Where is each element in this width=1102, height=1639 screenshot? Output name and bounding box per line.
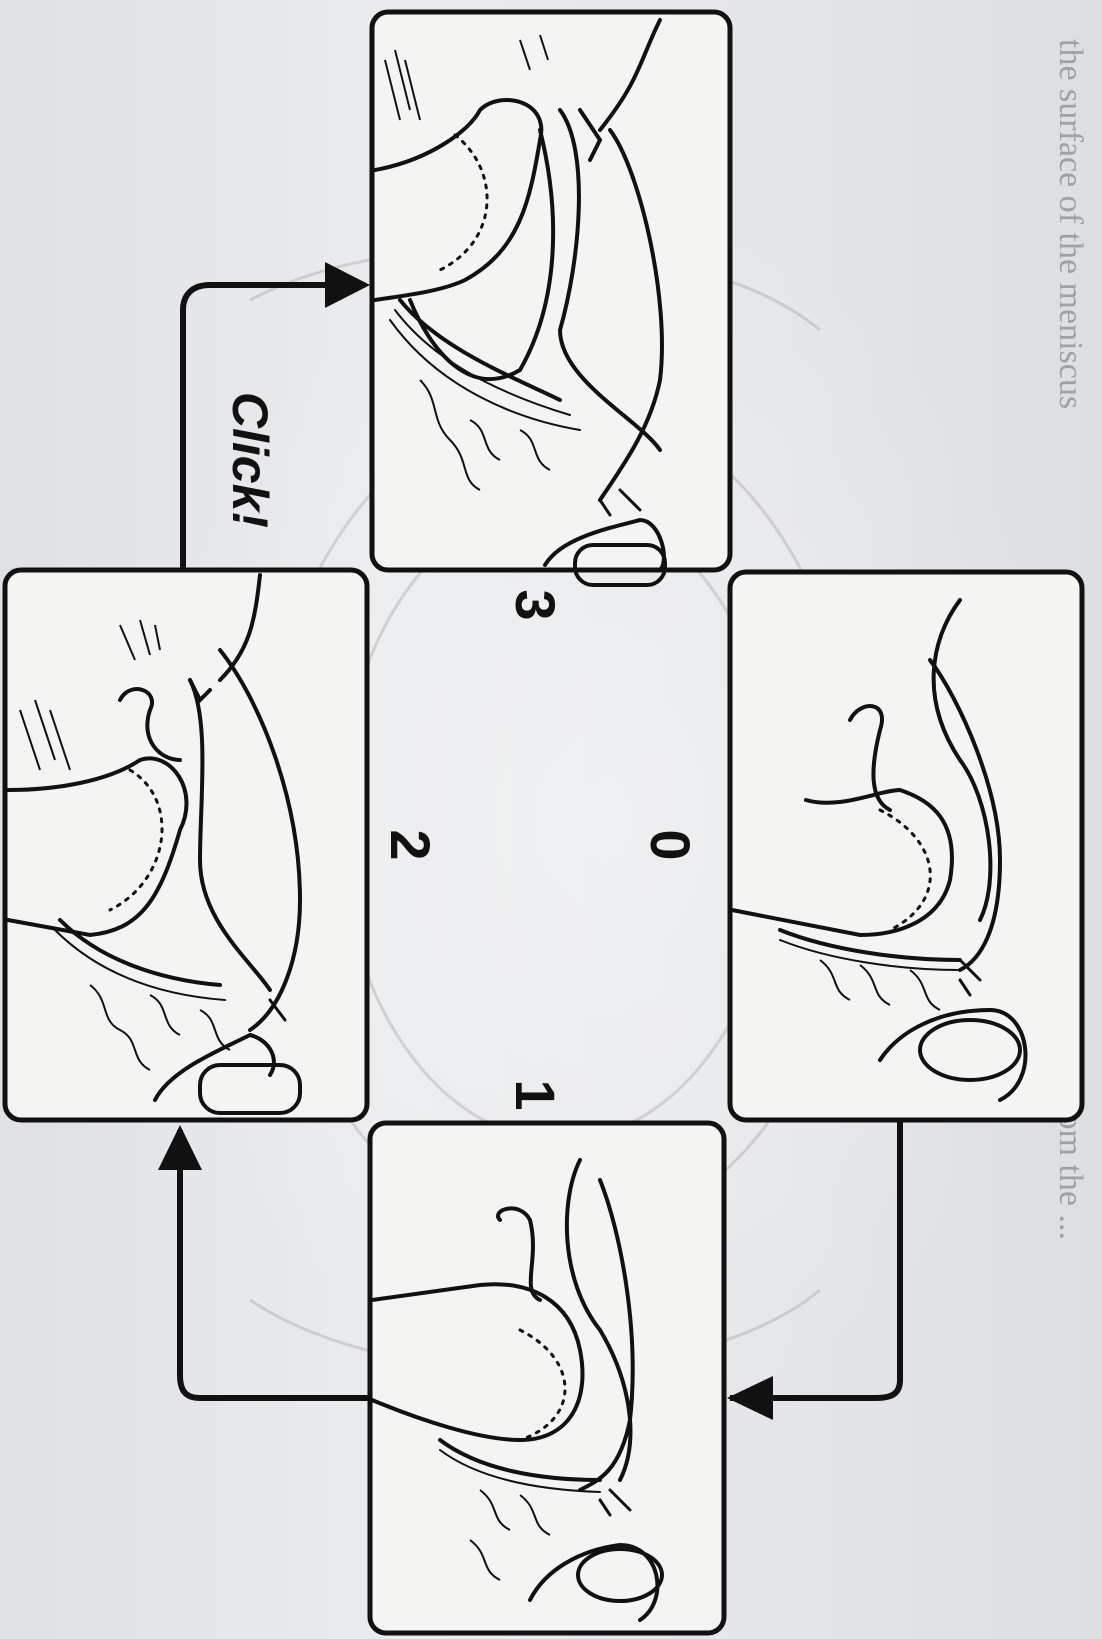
arrow-1-to-2 bbox=[158, 1125, 370, 1398]
stage-label-2: 2 bbox=[380, 815, 440, 875]
click-label: Click! bbox=[220, 360, 280, 560]
panel-stage-1 bbox=[370, 1123, 724, 1633]
panel-stage-0 bbox=[730, 572, 1082, 1120]
stage-label-3: 3 bbox=[505, 575, 565, 635]
panel-stage-3 bbox=[372, 12, 730, 585]
stage-label-1: 1 bbox=[505, 1065, 565, 1125]
panel-stage-2 bbox=[5, 570, 367, 1120]
arrow-0-to-1 bbox=[727, 1120, 900, 1420]
stage-label-0: 0 bbox=[640, 815, 700, 875]
